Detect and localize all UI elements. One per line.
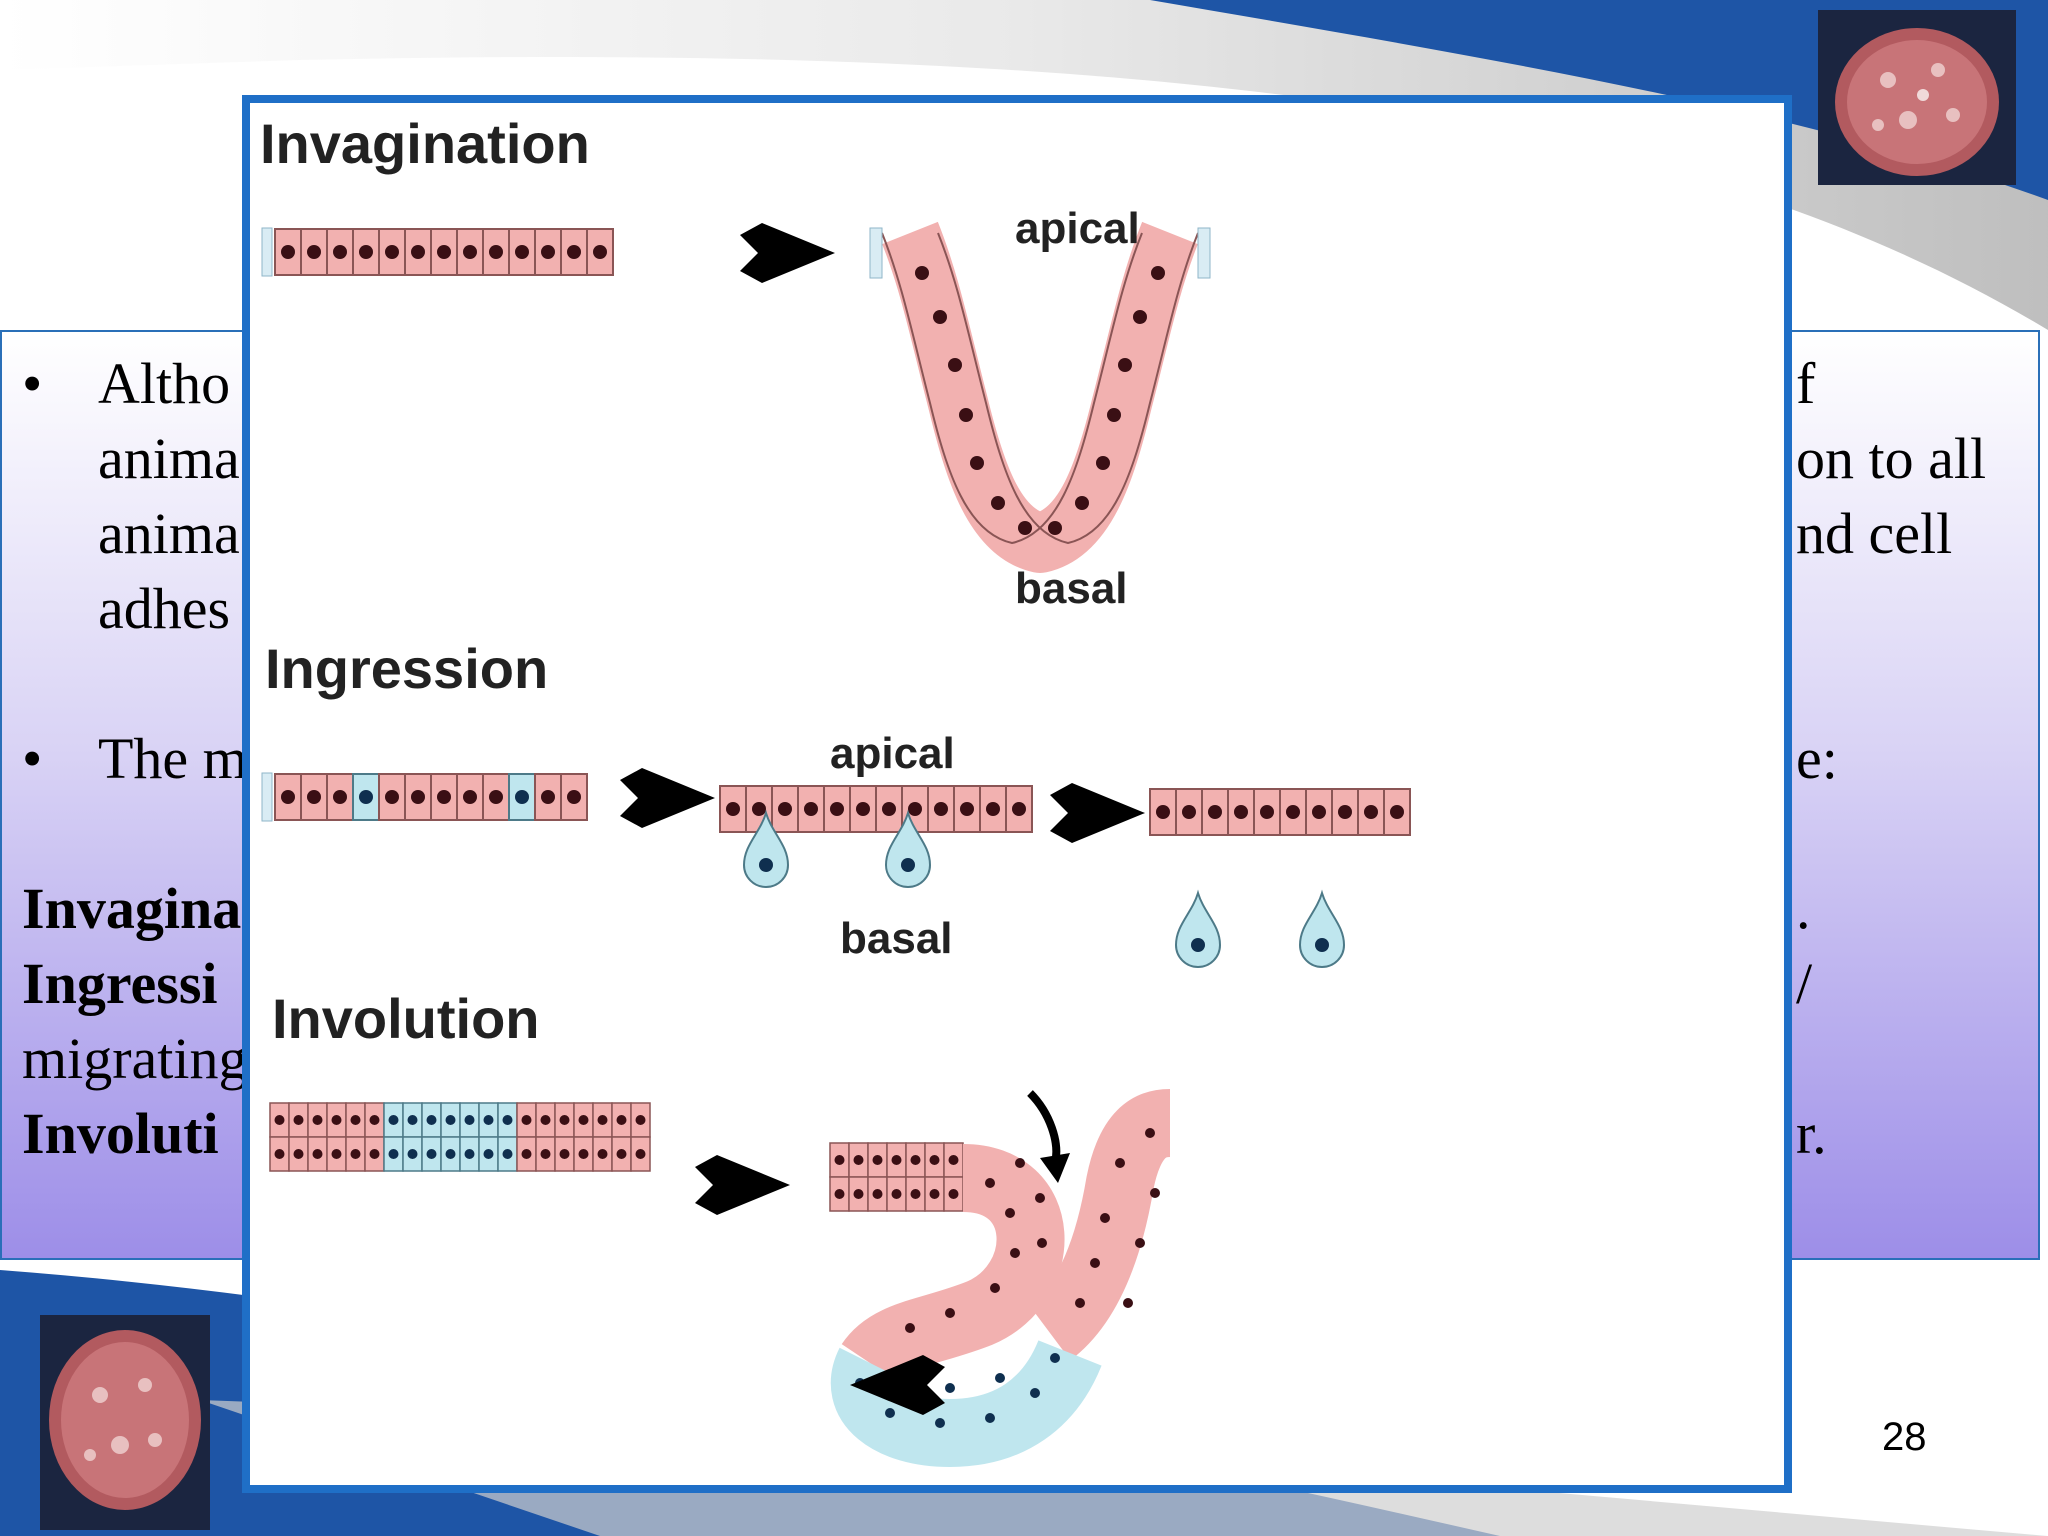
bullet-1-line-2: anima	[98, 426, 240, 491]
term-involution: Involuti	[22, 1101, 219, 1166]
bullet-1-line-3: anima	[98, 501, 240, 566]
embryo-thumbnail-image	[40, 1315, 210, 1530]
bullet-1-right-1: f	[1796, 351, 1816, 416]
arrow-icon	[740, 223, 835, 283]
gastrulation-figure: Invagination apical basal Ingression	[242, 95, 1792, 1493]
bullet-1-line-4: adhes	[98, 576, 231, 641]
arrow-icon	[1050, 783, 1145, 843]
term-ingression-tail: /	[1796, 951, 1813, 1016]
bullet-marker: •	[22, 351, 43, 416]
label-apical: apical	[1015, 204, 1140, 253]
involution-sheet-during	[829, 1089, 1172, 1468]
bullet-1-line-1: Altho	[98, 351, 231, 416]
epithelial-sheet-invaginated	[869, 221, 1211, 573]
bullet-2-right-1: e:	[1796, 726, 1838, 791]
epithelial-sheet-flat	[261, 227, 614, 277]
page-number: 28	[1882, 1415, 1927, 1459]
involution-sheet-before	[269, 1102, 651, 1172]
ingression-sheet-after	[1149, 788, 1411, 968]
ingression-sheet-before	[261, 772, 588, 822]
label-basal: basal	[840, 914, 953, 963]
bullet-1-right-3: nd cell	[1796, 501, 1953, 566]
ingression-sheet-during	[719, 785, 1033, 888]
bullet-1-right-2: on to all	[1796, 426, 1987, 491]
term-invagination-tail: .	[1796, 876, 1811, 941]
section-title-ingression: Ingression	[265, 637, 548, 700]
term-migrating: migrating	[22, 1026, 248, 1091]
term-ingression: Ingressi	[22, 951, 218, 1016]
curved-arrow-icon	[1027, 1090, 1061, 1164]
label-apical: apical	[830, 729, 955, 778]
section-title-involution: Involution	[272, 987, 540, 1050]
gastrulation-diagram: Invagination apical basal Ingression	[260, 112, 1411, 1468]
arrow-icon	[620, 768, 715, 828]
term-involution-tail: r.	[1796, 1101, 1827, 1166]
arrow-icon	[695, 1155, 790, 1215]
embryo-thumbnail-image	[1818, 10, 2016, 185]
term-invagination: Invagina	[22, 876, 242, 941]
bullet-2-line-1: The m	[98, 726, 248, 791]
label-basal: basal	[1015, 564, 1128, 613]
bullet-marker: •	[22, 726, 43, 791]
section-title-invagination: Invagination	[260, 112, 590, 175]
